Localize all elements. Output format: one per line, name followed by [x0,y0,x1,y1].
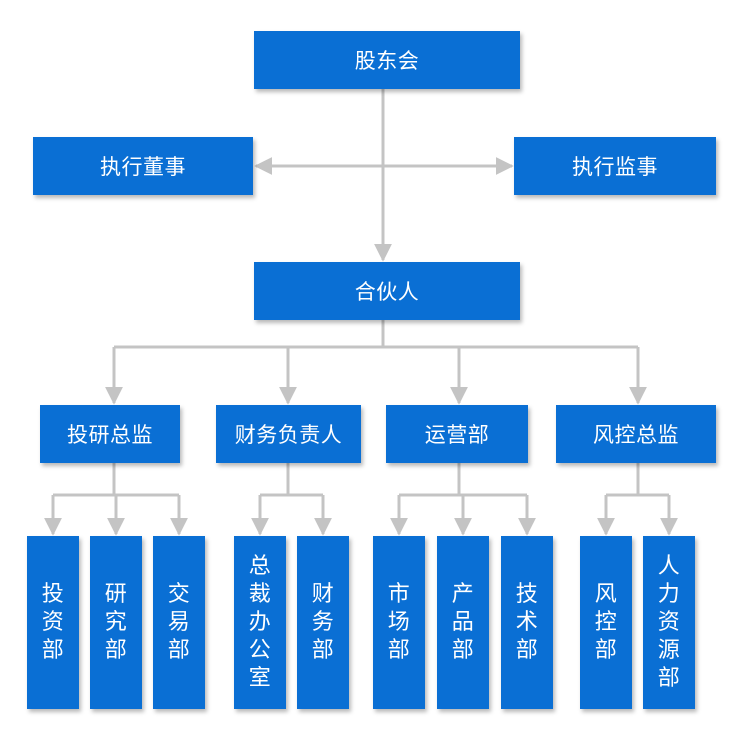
node-invest-dept: 投资部 [27,536,79,709]
node-tech-dept: 技术部 [501,536,553,709]
node-shareholders: 股东会 [254,31,520,89]
node-finance-dept: 财务部 [297,536,349,709]
node-risk-dept: 风控部 [580,536,632,709]
node-hr-dept: 人力资源部 [643,536,695,709]
node-market-dept: 市场部 [373,536,425,709]
node-exec-director: 执行董事 [33,137,253,195]
node-ceo-office: 总裁办公室 [234,536,286,709]
node-partner: 合伙人 [254,262,520,320]
node-invest-director: 投研总监 [40,405,180,463]
node-exec-supervisor: 执行监事 [514,137,716,195]
node-operations: 运营部 [386,405,528,463]
node-finance-head: 财务负责人 [216,405,361,463]
node-research-dept: 研究部 [90,536,142,709]
node-product-dept: 产品部 [437,536,489,709]
node-trading-dept: 交易部 [153,536,205,709]
node-risk-director: 风控总监 [556,405,716,463]
